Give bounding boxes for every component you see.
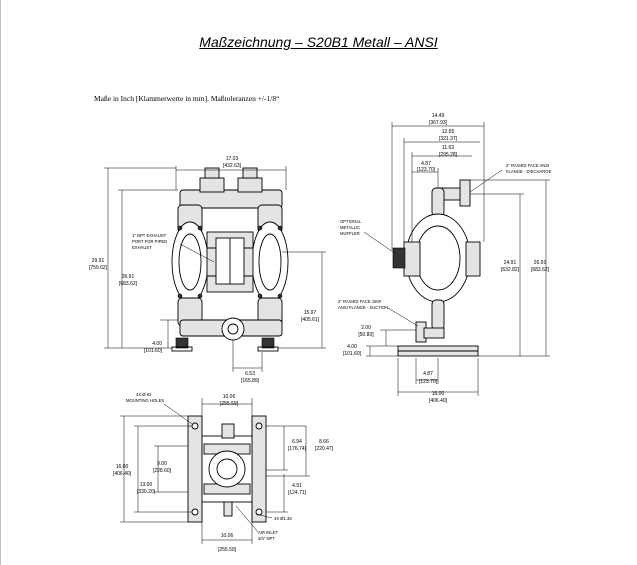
dim-26-91: 26.91 <box>122 274 135 280</box>
air-inlet-note-line2: 3/4" NPT <box>258 536 275 541</box>
dim-11-63: 11.63 <box>442 145 454 151</box>
suction-note-line1: 2" RAISED FACE 150# <box>338 299 382 304</box>
dim-4-00: 4.00 <box>152 341 162 347</box>
front-view-labels: 17.03 [432.63] 29.91 [759.62] 26.91 [683… <box>89 156 320 384</box>
dim-13-00: 13.00 <box>140 482 153 488</box>
muffler-note-line1: OPTIONAL <box>340 219 362 224</box>
dim-6-94-mm: [176.74] <box>288 446 307 452</box>
dim-4-87-top: 4.87 <box>421 161 431 167</box>
dim-9-00: 9.00 <box>157 461 167 467</box>
dim-16-00-mm: [406.40] <box>429 398 448 404</box>
hole-note: 4X Ø1.38 <box>274 516 292 521</box>
dim-8-66-mm: [220.47] <box>315 446 334 452</box>
dim-24-91: 24.91 <box>504 260 517 266</box>
dimension-note: Maße in Inch [Klammerwerte in mm]. Maßto… <box>94 94 280 103</box>
dim-8-66: 8.66 <box>319 439 329 445</box>
dim-26-91-mm: [683.62] <box>119 281 138 287</box>
dim-10-06-top: 10.06 <box>223 394 236 400</box>
exhaust-note-line3: EXHAUST <box>132 245 152 250</box>
dim-4-91-mm: [124.71] <box>288 490 307 496</box>
side-view-drawing <box>392 179 481 357</box>
dim-17-03-mm: [432.63] <box>223 163 242 169</box>
page-title: Maßzeichnung – S20B1 Metall – ANSI <box>199 34 438 50</box>
dim-16-00-top-mm: [406.40] <box>113 471 132 477</box>
top-view-drawing <box>187 415 267 523</box>
muffler-note-line3: MUFFLER <box>340 231 360 236</box>
dim-9-00-mm: [228.60] <box>153 468 172 474</box>
dim-14-49: 14.49 <box>432 113 445 119</box>
exhaust-note-line1: 1" NPT EXHAUST <box>132 233 167 238</box>
dim-16-00-top: 16.00 <box>116 464 129 470</box>
dim-4-87-bottom-mm: [123.70] <box>419 379 438 385</box>
dim-15-97: 15.97 <box>304 310 317 316</box>
dim-17-03: 17.03 <box>226 156 239 162</box>
dim-29-91-mm: [759.62] <box>89 265 108 271</box>
dim-12-65-mm: [321.37] <box>439 136 458 142</box>
dim-12-65: 12.65 <box>442 129 455 135</box>
page-left-edge <box>0 0 1 565</box>
dim-6-53: 6.53 <box>245 371 255 377</box>
dim-13-00-mm: [330.20] <box>137 489 156 495</box>
dim-15-97-mm: [405.61] <box>301 317 320 323</box>
dim-4-00-mm: [101.60] <box>144 348 163 354</box>
dim-4-00-side: 4.00 <box>347 344 357 350</box>
discharge-note-line2: FLANGE - DISCHARGE <box>506 169 552 174</box>
suction-note-line2: ANSI FLANGE - SUCTION <box>338 305 388 310</box>
muffler-note-line2: METALLIC <box>340 225 360 230</box>
dim-26-91-side: 26.91 <box>534 260 547 266</box>
holes-note-line2: MOUNTING HOLES <box>126 398 164 403</box>
dim-16-00: 16.00 <box>432 391 445 397</box>
dim-4-87-top-mm: [123.70] <box>417 167 436 173</box>
top-view-dimensions <box>120 398 310 544</box>
dim-11-63-mm: [295.28] <box>439 152 458 158</box>
air-inlet-note-line1: AIR INLET <box>258 530 278 535</box>
holes-note-line1: 4X Ø.63 <box>136 392 152 397</box>
dim-6-94: 6.94 <box>292 439 302 445</box>
dim-4-87-bottom: 4.87 <box>423 371 433 377</box>
dim-10-06-bottom-mm: [255.59] <box>218 547 237 553</box>
dim-29-91: 29.91 <box>92 258 105 264</box>
front-view-dimensions <box>104 166 326 372</box>
dim-2-00: 2.00 <box>361 325 371 331</box>
side-view-labels: 14.49 [367.93] 12.65 [321.37] 11.63 [295… <box>338 113 552 404</box>
dim-6-53-mm: [165.89] <box>241 378 260 384</box>
dim-2-00-mm: [50.80] <box>358 332 374 338</box>
side-view-dimensions <box>363 122 550 396</box>
top-view-labels: 4X Ø.63 MOUNTING HOLES 10.06 [255.59] 6.… <box>113 392 334 553</box>
exhaust-note-line2: PORT FOR PIPED <box>132 239 167 244</box>
dim-26-91-side-mm: [683.62] <box>531 267 550 273</box>
discharge-note-line1: 2" RAISED FACE ANSI <box>506 163 549 168</box>
front-view-drawing <box>171 167 289 352</box>
dim-14-49-mm: [367.93] <box>429 120 448 126</box>
dim-10-06-bottom: 10.06 <box>221 533 234 539</box>
dim-24-91-mm: [632.82] <box>501 267 520 273</box>
dim-4-00-side-mm: [101.60] <box>343 351 362 357</box>
dim-4-91: 4.91 <box>292 483 302 489</box>
dim-10-06-top-mm: [255.59] <box>220 401 239 407</box>
